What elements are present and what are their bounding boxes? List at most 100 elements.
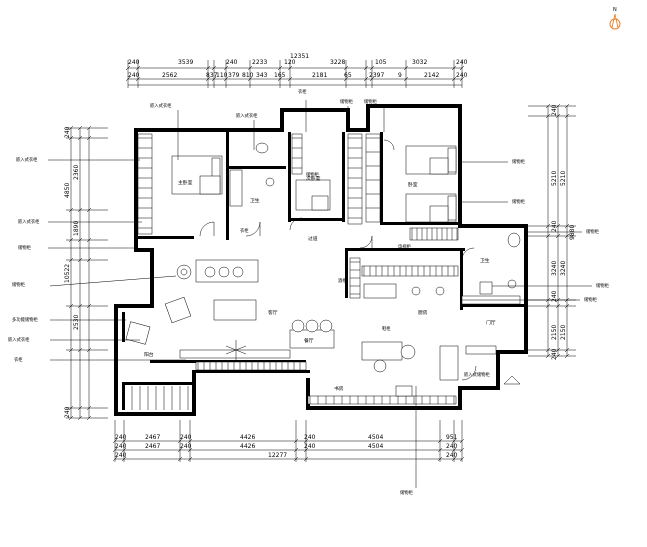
callout-7: 衣柜 [14, 356, 23, 363]
doors [199, 139, 477, 381]
tv-unit [179, 349, 291, 359]
dim-left-5: 2530 [73, 315, 80, 330]
top-dimensions: 240 3539 240 2233 120 12351 3228 105 303… [125, 53, 468, 88]
dim-top2-11: 2397 [369, 72, 384, 79]
furniture [125, 142, 521, 397]
dim-top-1: 240 [128, 59, 140, 66]
dim-left-6: 240 [64, 406, 71, 418]
dim-top-8: 3032 [412, 59, 427, 66]
dim-bot3-2: 240 [446, 452, 458, 459]
dim-top2-4: 110 [216, 72, 228, 79]
callout-2: 嵌入式衣柜 [18, 218, 40, 225]
callout-12: 储物柜 [364, 98, 378, 105]
dim-top-2: 3539 [178, 59, 193, 66]
right-dimensions: 240 5210 5210 240 9880 3240 3240 240 215… [528, 103, 576, 360]
room-bedroom3: 卧室 [408, 181, 418, 188]
dim-top2-10: 65 [344, 72, 352, 79]
room-kitchen: 厨房 [418, 309, 428, 316]
dim-right-5: 240 [551, 290, 558, 302]
dim-top-9: 240 [456, 59, 468, 66]
callout-24: 储物柜 [400, 489, 414, 496]
dim-top-7: 105 [375, 59, 387, 66]
dim-top2-13: 2142 [424, 72, 439, 79]
study-desk [361, 341, 403, 361]
dim-top2-5: 379 [228, 72, 240, 79]
dim-top-6: 3228 [330, 59, 345, 66]
room-study: 书房 [334, 385, 344, 392]
callout-20: 电视柜 [398, 243, 412, 250]
callout-6: 嵌入式衣柜 [8, 336, 30, 343]
dim-right-4b: 3240 [560, 261, 567, 276]
coffee-table [213, 299, 257, 321]
room-bath1: 卫生 [250, 197, 260, 204]
callout-18: 储物柜 [596, 282, 610, 289]
north-label: N [613, 7, 617, 13]
dim-bot2-6: 4504 [368, 443, 383, 450]
dim-bot-3: 240 [180, 434, 192, 441]
dim-bot-6: 4504 [368, 434, 383, 441]
dim-bot2-7: 240 [446, 443, 458, 450]
callout-14: 储物柜 [306, 171, 320, 178]
callout-21: 酒柜 [338, 277, 347, 284]
room-dining: 餐厅 [304, 337, 314, 344]
callouts: 嵌入式衣柜 嵌入式衣柜 储物柜 储物柜 多功能储物柜 嵌入式衣柜 衣柜 嵌入式衣… [8, 88, 610, 496]
callout-16: 储物柜 [512, 198, 526, 205]
callout-9: 嵌入式衣柜 [236, 112, 258, 119]
dim-bot-5: 240 [304, 434, 316, 441]
room-bath2: 卫生 [480, 257, 490, 264]
dim-left-3: 1890 [73, 221, 80, 236]
dim-top2-1: 240 [128, 72, 140, 79]
dim-bot-4: 4426 [240, 434, 255, 441]
dim-top2-14: 240 [456, 72, 468, 79]
dim-top-4: 2233 [252, 59, 267, 66]
dim-top-total: 12351 [290, 53, 309, 60]
callout-1: 嵌入式衣柜 [16, 156, 38, 163]
dim-bot2-3: 240 [180, 443, 192, 450]
bottom-dimensions: 240 2467 240 4426 240 4504 951 240 2467 … [112, 420, 465, 462]
dim-top2-7: 343 [256, 72, 268, 79]
callout-11: 储物柜 [340, 98, 354, 105]
dim-right-6b: 2150 [560, 325, 567, 340]
dim-bot-2: 2467 [145, 434, 160, 441]
dim-bot2-5: 240 [304, 443, 316, 450]
dim-right-3: 240 [551, 220, 558, 232]
dim-top-5: 120 [284, 59, 296, 66]
callout-5: 多功能储物柜 [12, 316, 38, 323]
room-corridor: 过道 [308, 235, 318, 242]
dim-bot-7: 951 [446, 434, 458, 441]
callout-3: 储物柜 [18, 244, 32, 251]
callout-4: 储物柜 [12, 281, 26, 288]
dim-top2-2: 2562 [162, 72, 177, 79]
dim-left-4: 4850 [64, 183, 71, 198]
callout-10: 衣柜 [298, 88, 307, 95]
dim-bot-1: 240 [115, 434, 127, 441]
dim-right-7: 240 [551, 348, 558, 360]
dim-left-1: 240 [64, 126, 71, 138]
dim-top2-12: 9 [398, 72, 402, 79]
dim-right-4: 3240 [551, 261, 558, 276]
wardrobe-hatching [123, 137, 458, 410]
callout-22: 鞋柜 [382, 325, 391, 332]
walls [114, 104, 528, 416]
callout-8: 嵌入式衣柜 [150, 102, 172, 109]
room-labels: 主卧室 卫生 次卧室 卧室 过道 客厅 餐厅 厨房 卫生 阳台 门厅 书房 [144, 175, 496, 392]
dim-bot2-1: 240 [115, 443, 127, 450]
dim-bot3-1: 240 [115, 452, 127, 459]
callout-19: 储物柜 [584, 296, 598, 303]
dim-top2-8: 165 [274, 72, 286, 79]
north-arrow-icon: N [609, 7, 621, 30]
callout-23: 嵌入式储物柜 [464, 371, 490, 378]
dim-right-6: 2150 [551, 325, 558, 340]
room-entrance: 门厅 [486, 319, 496, 326]
dim-right-2b: 5210 [560, 171, 567, 186]
dim-top2-3: 837 [206, 72, 218, 79]
dim-top-3: 240 [226, 59, 238, 66]
callout-13: 衣柜 [240, 227, 249, 234]
room-balcony: 阳台 [144, 351, 154, 358]
dim-bot-total: 12277 [268, 452, 287, 459]
callout-17: 储物柜 [586, 228, 600, 235]
left-dimensions: 240 2360 1890 4850 10522 2530 240 [64, 125, 108, 421]
room-living: 客厅 [268, 309, 278, 316]
dim-right-1: 240 [551, 104, 558, 116]
